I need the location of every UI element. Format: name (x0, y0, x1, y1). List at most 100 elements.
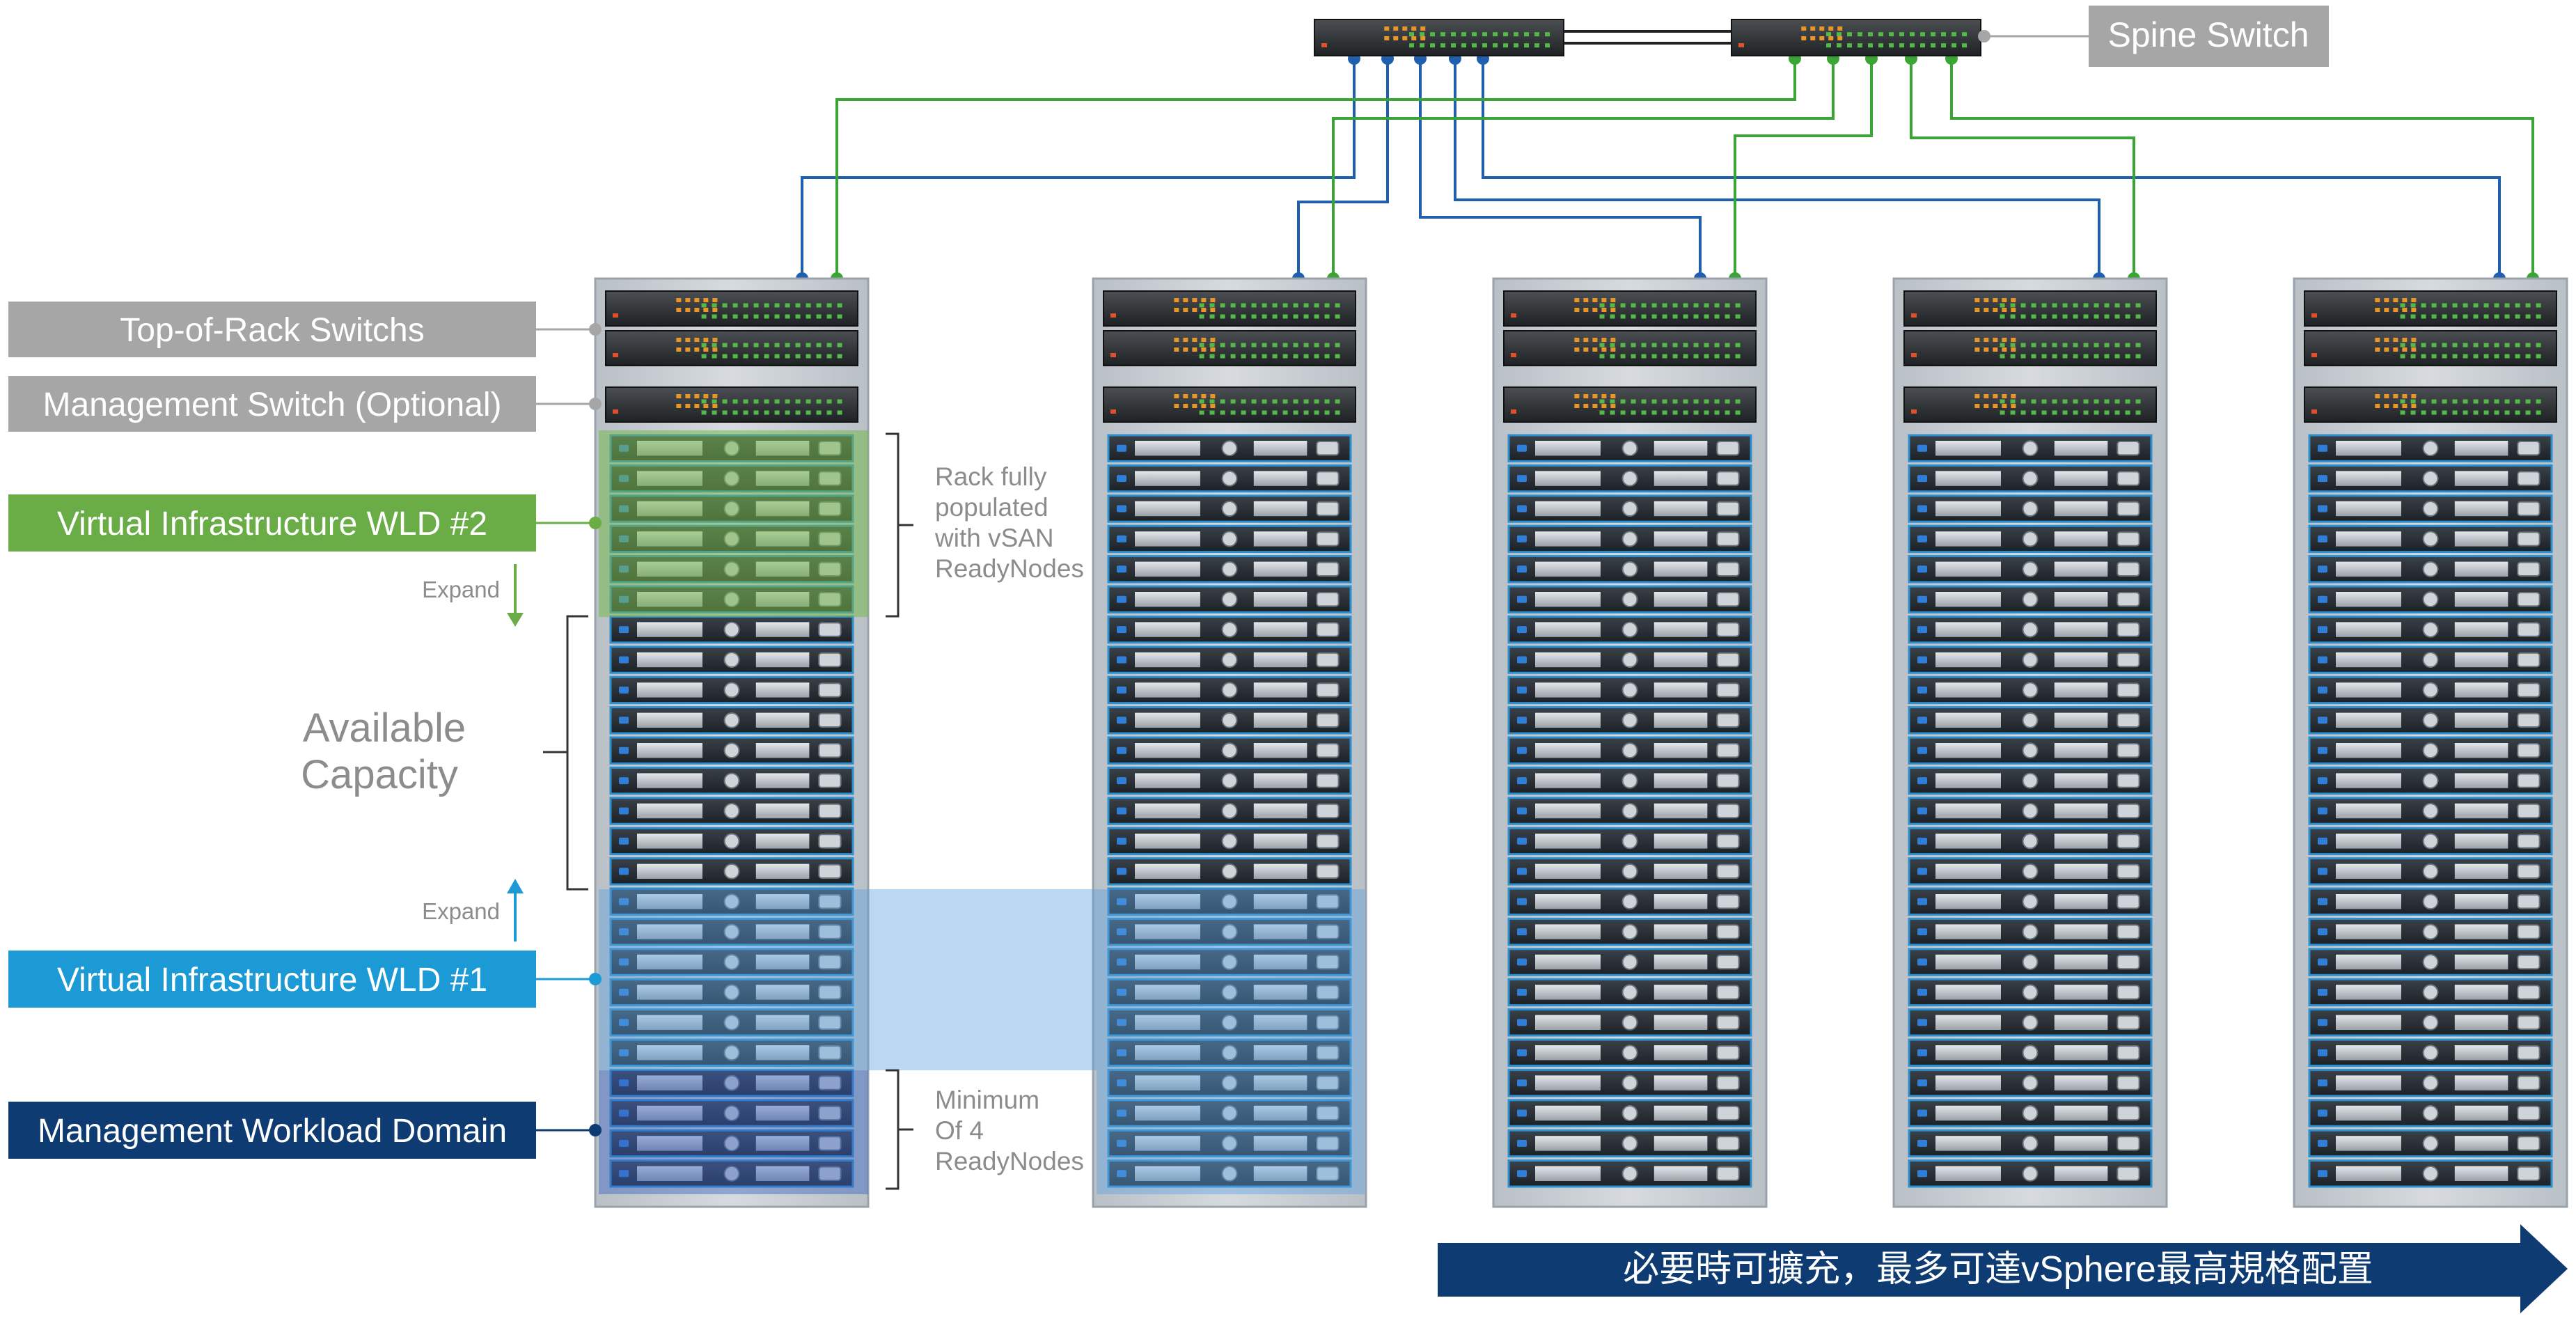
server-node (2308, 1159, 2553, 1188)
rack-2 (1092, 277, 1367, 1208)
server-node (609, 1068, 854, 1097)
wld2-callout: Virtual Infrastructure WLD #2 (8, 494, 602, 552)
server-node (1507, 1038, 1752, 1067)
minimum-line-2: Of 4 (935, 1116, 984, 1145)
server-node (609, 1008, 854, 1037)
server-node (609, 1159, 854, 1188)
server-node (609, 1099, 854, 1127)
server-node (1507, 494, 1752, 523)
tor-switch (2304, 290, 2557, 327)
mgmt-overlay-rack2 (1097, 1070, 1365, 1194)
server-node (609, 948, 854, 976)
server-node (1107, 917, 1352, 946)
server-node (1507, 1099, 1752, 1127)
server-node (1107, 494, 1352, 523)
server-node (1107, 585, 1352, 613)
rack-full-line-2: populated (935, 493, 1049, 522)
server-node (2308, 706, 2553, 735)
server-node (1107, 736, 1352, 765)
server-node (1507, 797, 1752, 825)
server-node (609, 675, 854, 705)
tor-switch (1903, 330, 2157, 366)
server-node (2308, 948, 2553, 976)
rack-full-line-4: ReadyNodes (935, 554, 1084, 583)
rack-5 (2293, 277, 2568, 1208)
server-node (1908, 1099, 2153, 1127)
uplink-cable-1 (801, 57, 1356, 279)
server-node (609, 1129, 854, 1158)
rack-full-annotation: Rack fully populated with vSAN ReadyNode… (886, 432, 1084, 618)
server-node (1107, 948, 1352, 976)
server-node (1908, 675, 2153, 705)
server-node (1908, 797, 2153, 825)
server-node (1507, 675, 1752, 705)
server-node (1908, 615, 2153, 644)
server-node (1107, 464, 1352, 493)
available-label-1: Available (303, 705, 466, 751)
server-node (2308, 524, 2553, 554)
wld1-label: Virtual Infrastructure WLD #1 (57, 962, 487, 999)
server-node (1507, 646, 1752, 674)
server-node (609, 917, 854, 946)
server-node (1908, 585, 2153, 613)
server-node (1908, 948, 2153, 976)
server-node (2308, 1008, 2553, 1037)
server-node (2308, 1099, 2553, 1127)
tor-switch (2304, 330, 2557, 366)
expand-up: Expand (422, 879, 524, 941)
server-node (2308, 736, 2553, 765)
available-label-2: Capacity (301, 752, 458, 797)
tor-switch (605, 330, 858, 366)
spine-switch-2 (1731, 19, 1981, 56)
server-node (1507, 887, 1752, 916)
server-node (1908, 494, 2153, 523)
server-node (1908, 827, 2153, 856)
mgmt-overlay (599, 1070, 868, 1194)
server-node (609, 797, 854, 825)
server-node (609, 1038, 854, 1067)
server-node (1507, 615, 1752, 644)
server-node (1107, 615, 1352, 644)
server-node (1507, 948, 1752, 976)
wld2-overlay (599, 430, 868, 617)
server-node (1107, 675, 1352, 705)
server-node (1107, 1159, 1352, 1188)
server-node (1107, 887, 1352, 916)
server-node (1908, 1068, 2153, 1097)
server-node (2308, 1129, 2553, 1158)
minimum-line-3: ReadyNodes (935, 1147, 1084, 1175)
server-node (1107, 797, 1352, 825)
server-node (1507, 434, 1752, 462)
server-node (1507, 1008, 1752, 1037)
server-node (609, 615, 854, 644)
server-node (1507, 464, 1752, 493)
server-node (1908, 766, 2153, 795)
server-node (2308, 434, 2553, 462)
mgmt-switch-callout: Management Switch (Optional) (8, 376, 602, 432)
arrow-down-icon (507, 613, 524, 627)
uplink-cable-7 (1332, 57, 1835, 279)
server-node (609, 706, 854, 735)
tor-switch (1103, 290, 1356, 327)
tor-switch (1103, 330, 1356, 366)
management-switch (2304, 386, 2557, 423)
uplink-cables (796, 52, 2539, 285)
server-node (1908, 434, 2153, 462)
uplink-cable-2 (1297, 57, 1389, 279)
server-node (609, 887, 854, 916)
server-node (2308, 1068, 2553, 1097)
tor-switch (1503, 290, 1757, 327)
uplink-cable-3 (1419, 57, 1702, 279)
rack-full-line-3: with vSAN (934, 524, 1054, 552)
server-node (1908, 646, 2153, 674)
server-node (1908, 1008, 2153, 1037)
server-node (1908, 555, 2153, 584)
server-node (2308, 887, 2553, 916)
mgmt-domain-callout: Management Workload Domain (8, 1102, 602, 1159)
server-node (1107, 555, 1352, 584)
server-node (2308, 978, 2553, 1007)
server-node (1908, 978, 2153, 1007)
rack-3 (1492, 277, 1768, 1208)
rack-4 (1892, 277, 2168, 1208)
